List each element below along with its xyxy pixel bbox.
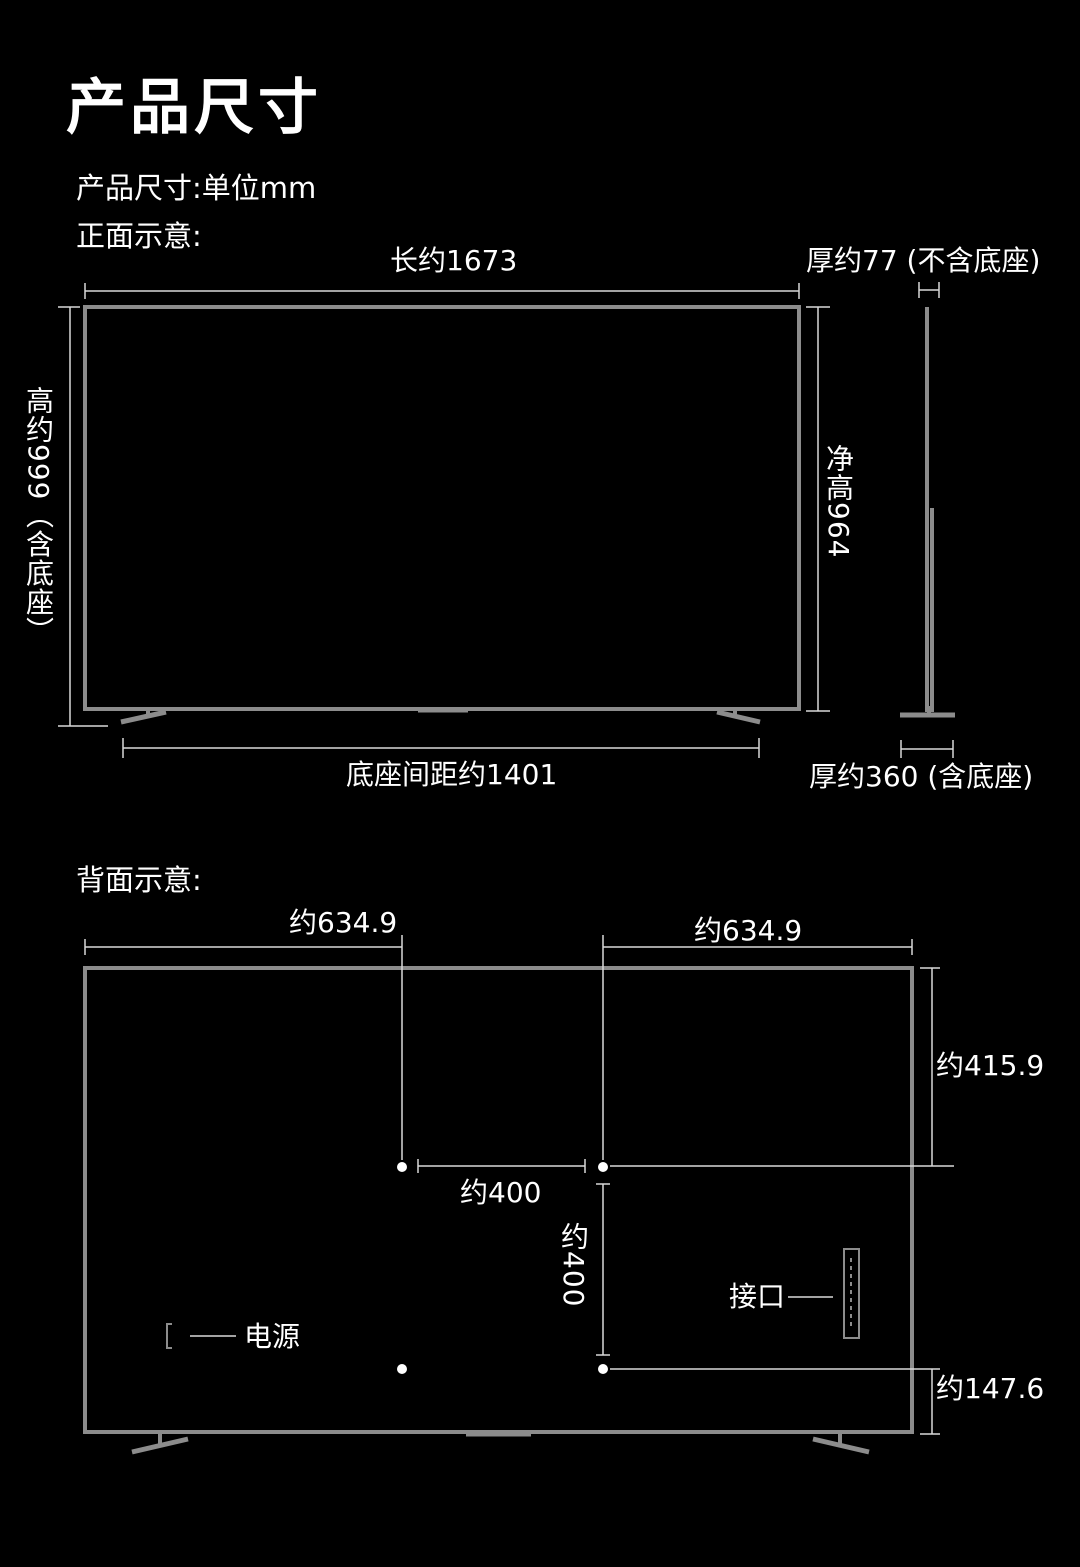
mount-hole-bottom-left <box>397 1364 407 1374</box>
hole-spacing-v-label: 约400 <box>557 1222 590 1308</box>
front-view <box>58 282 955 758</box>
mount-hole-bottom-right <box>598 1364 608 1374</box>
bottom-offset-label: 约147.6 <box>936 1372 1045 1405</box>
right-offset-label: 约634.9 <box>694 914 803 947</box>
back-view <box>83 935 954 1455</box>
tv-back-stand-right <box>812 1436 870 1455</box>
top-offset-label: 约415.9 <box>936 1049 1045 1082</box>
net-height-label: 净高964 <box>822 444 855 559</box>
power-socket <box>166 1323 172 1349</box>
depth-no-stand-label: 厚约77 (不含底座) <box>806 244 1041 277</box>
mount-hole-top-right <box>598 1162 608 1172</box>
tv-back-frame <box>83 966 914 1434</box>
tv-stand-left <box>120 709 167 725</box>
port-label: 接口 <box>729 1280 786 1313</box>
height-with-stand-label: 高约999（含底座） <box>22 386 55 646</box>
unit-note: 产品尺寸:单位mm <box>76 171 317 205</box>
port-panel <box>843 1248 860 1339</box>
back-view-label: 背面示意: <box>76 863 202 897</box>
left-offset-label: 约634.9 <box>289 906 398 939</box>
mount-hole-top-left <box>397 1162 407 1172</box>
depth-with-stand-label: 厚约360 (含底座) <box>809 760 1034 793</box>
power-label: 电源 <box>244 1320 301 1353</box>
stand-distance-label: 底座间距约1401 <box>346 758 558 791</box>
tv-stand-right <box>716 709 761 725</box>
width-label: 长约1673 <box>390 244 518 277</box>
tv-back-stand-left <box>131 1436 189 1455</box>
tv-front-frame <box>83 305 801 711</box>
page-title: 产品尺寸 <box>66 73 322 143</box>
front-view-label: 正面示意: <box>76 219 202 253</box>
hole-spacing-h-label: 约400 <box>460 1176 542 1209</box>
